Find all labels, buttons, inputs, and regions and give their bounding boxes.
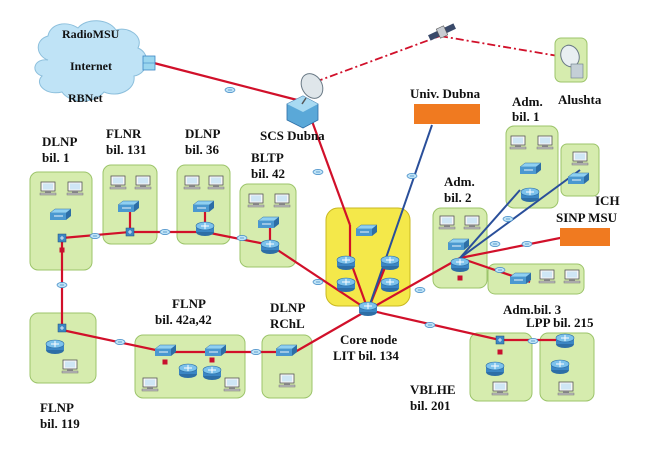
label-internet: Internet (70, 59, 112, 73)
links-blue (367, 124, 581, 311)
satellite-links (314, 35, 571, 83)
label-vblhe-b: bil. 201 (410, 398, 450, 413)
sinp-msu-box (560, 228, 610, 246)
label-flnr-b: bil. 131 (106, 142, 146, 157)
label-bltp-a: BLTP (251, 150, 284, 165)
label-sinp-msu: SINP MSU (556, 210, 618, 225)
satellite-dish-icon-alushta (554, 37, 588, 83)
label-core-b: LIT bil. 134 (333, 348, 399, 363)
label-dlnp-bil1-a: DLNP (42, 134, 77, 149)
label-adm-bil1-b: bil. 1 (512, 109, 539, 124)
label-flnp42-a: FLNP (172, 296, 206, 311)
label-dlnp-bil36-a: DLNP (185, 126, 220, 141)
building-adm-bil3 (487, 263, 585, 295)
buildings (29, 125, 600, 402)
label-radiomsu: RadioMSU (62, 27, 120, 41)
label-bltp-b: bil. 42 (251, 166, 285, 181)
univ-dubna-box (414, 104, 480, 124)
label-scs-dubna: SCS Dubna (260, 128, 325, 143)
label-adm-bil2-a: Adm. (444, 174, 475, 189)
building-dlnp-rchl (261, 334, 313, 399)
label-ich: ICH (595, 193, 620, 208)
label-lpp: LPP bil. 215 (526, 315, 594, 330)
label-dlnp-rchl-b: RChL (270, 316, 305, 331)
label-core-a: Core node (340, 332, 397, 347)
satellite-dish-icon (286, 73, 324, 129)
labels: RadioMSU Internet RBNet SCS Dubna Univ. … (40, 27, 620, 431)
label-dlnp-rchl-a: DLNP (270, 300, 305, 315)
satellite-icon (428, 23, 456, 41)
label-vblhe-a: VBLHE (410, 382, 456, 397)
label-flnp42-b: bil. 42a,42 (155, 312, 212, 327)
label-alushta: Alushta (558, 92, 602, 107)
label-adm-bil1-a: Adm. (512, 94, 543, 109)
label-univ-dubna: Univ. Dubna (410, 86, 481, 101)
label-adm-bil2-b: bil. 2 (444, 190, 471, 205)
gateway-box-icon (142, 55, 156, 71)
label-flnp119-a: FLNP (40, 400, 74, 415)
label-rbnet: RBNet (68, 91, 103, 105)
label-adm-bil3: Adm.bil. 3 (503, 302, 562, 317)
label-flnr-a: FLNR (106, 126, 142, 141)
label-dlnp-bil36-b: bil. 36 (185, 142, 219, 157)
label-flnp119-b: bil. 119 (40, 416, 80, 431)
label-dlnp-bil1-b: bil. 1 (42, 150, 69, 165)
